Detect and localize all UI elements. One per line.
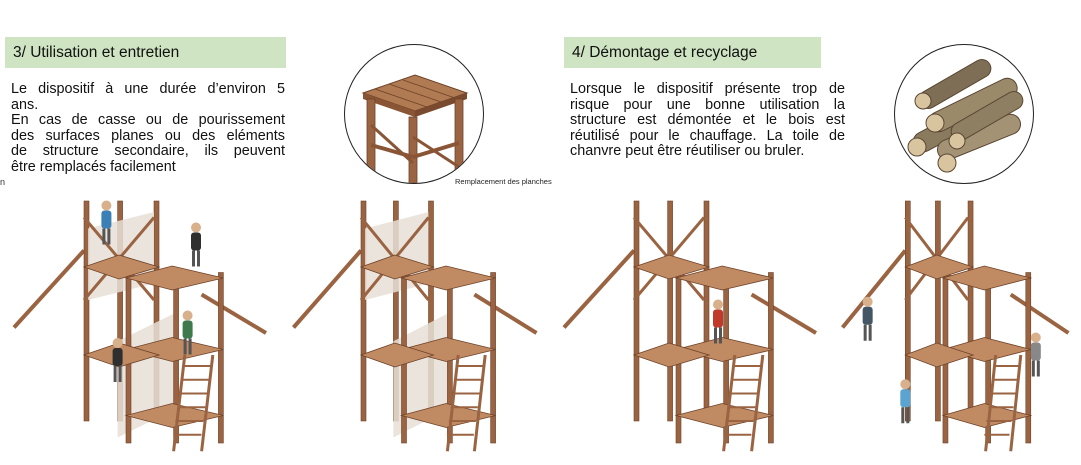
- firewood-circle: [894, 44, 1034, 184]
- section-3-heading: 3/ Utilisation et entretien: [5, 37, 286, 68]
- stray-marker: n: [0, 177, 6, 187]
- plank-detail-circle: [344, 44, 484, 184]
- plank-detail-caption: Remplacement des planches: [455, 177, 552, 186]
- tower-scene-in-use: [0, 190, 280, 465]
- firewood-illustration: [907, 59, 1024, 173]
- section-3-line: ans.: [11, 96, 39, 113]
- section-3-line: être remplacés facilement: [11, 158, 176, 175]
- section-4-paragraph: Lorsque le dispositif présente trop de r…: [570, 81, 845, 160]
- section-4-line: réutilisé pour le chauffage. La toile de: [570, 127, 845, 144]
- section-3-line: de structure secondaire, ils peuvent: [11, 143, 285, 159]
- tower-scene-recycling: [830, 190, 1081, 465]
- tower-scene-dismantling: [550, 190, 830, 465]
- section-4-line: chanvre peut être réutiliser ou bruler.: [570, 143, 805, 159]
- section-4-heading: 4/ Démontage et recyclage: [564, 37, 821, 68]
- plank-detail-illustration: [361, 74, 469, 183]
- section-3-line: En cas de casse ou de pourissement: [11, 112, 285, 128]
- section-3-paragraph: Le dispositif à une durée d’environ 5 an…: [11, 81, 285, 175]
- section-4-heading-text: 4/ Démontage et recyclage: [572, 44, 758, 61]
- section-4-line: structure est démontée et le bois est: [570, 112, 845, 128]
- section-3-line: des surfaces planes ou des eléments: [11, 127, 285, 144]
- tower-scene-maintenance: [280, 190, 550, 465]
- section-4-line: risque pour une bonne utilisation la: [570, 96, 845, 113]
- section-3-heading-text: 3/ Utilisation et entretien: [13, 44, 180, 61]
- section-4-line: Lorsque le dispositif présente trop de: [570, 81, 845, 97]
- section-3-line: Le dispositif à une durée d’environ 5: [11, 81, 285, 97]
